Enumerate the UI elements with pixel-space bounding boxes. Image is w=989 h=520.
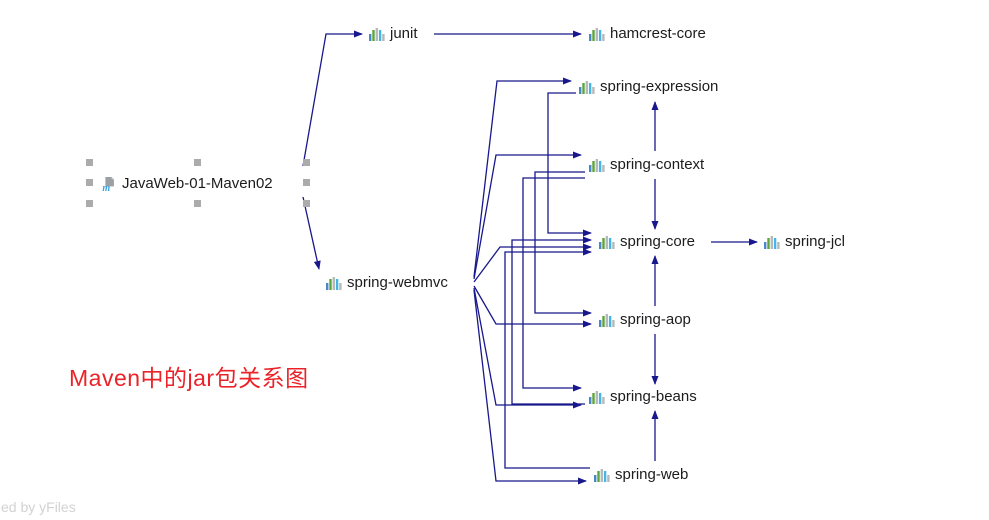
node-junit[interactable]: junit <box>368 23 418 45</box>
selection-handle[interactable] <box>85 158 93 166</box>
selection-handle[interactable] <box>302 158 310 166</box>
node-label: hamcrest-core <box>610 25 706 42</box>
selection-handle[interactable] <box>85 179 93 186</box>
library-icon <box>588 389 605 406</box>
selection-handle[interactable] <box>302 179 310 186</box>
library-icon <box>588 157 605 174</box>
yfiles-watermark: ed by yFiles <box>1 499 76 515</box>
edge-root-spring-webmvc <box>302 196 321 270</box>
node-label: JavaWeb-01-Maven02 <box>122 175 273 192</box>
library-icon <box>588 26 605 43</box>
node-label: spring-webmvc <box>347 274 448 291</box>
node-label: junit <box>390 25 418 42</box>
library-icon <box>598 312 615 329</box>
edge-spring-webmvc-spring-web <box>473 289 587 485</box>
node-spring-aop[interactable]: spring-aop <box>598 309 691 331</box>
selection-handle[interactable] <box>85 199 93 207</box>
selection-handle[interactable] <box>302 199 310 207</box>
node-label: spring-web <box>615 466 689 483</box>
library-icon <box>368 26 385 43</box>
library-icon <box>593 467 610 484</box>
node-label: spring-aop <box>620 311 691 328</box>
edge-spring-webmvc-spring-core <box>473 243 592 283</box>
library-icon <box>763 234 780 251</box>
node-label: spring-core <box>620 233 696 250</box>
edge-spring-webmvc-spring-context <box>473 151 582 280</box>
library-icon <box>578 79 595 96</box>
selection-handle[interactable] <box>194 158 201 166</box>
edge-spring-beans-spring-core <box>511 236 592 405</box>
node-label: spring-beans <box>610 388 697 405</box>
node-label: spring-context <box>610 156 705 173</box>
diagram-caption: Maven中的jar包关系图 <box>69 365 309 391</box>
node-label: spring-jcl <box>785 233 846 250</box>
library-icon <box>325 275 342 292</box>
node-spring-jcl[interactable]: spring-jcl <box>763 231 845 253</box>
node-label: spring-expression <box>600 78 719 95</box>
node-spring-context[interactable]: spring-context <box>588 154 704 176</box>
edge-spring-webmvc-spring-expression <box>473 77 572 278</box>
edge-spring-web-spring-core <box>504 248 592 469</box>
node-spring-core[interactable]: spring-core <box>598 231 695 253</box>
library-icon <box>598 234 615 251</box>
node-hamcrest-core[interactable]: hamcrest-core <box>588 23 706 45</box>
edge-spring-context-spring-beans <box>522 177 585 392</box>
node-spring-expression[interactable]: spring-expression <box>578 76 718 98</box>
maven-module-icon: m <box>100 176 117 194</box>
node-spring-beans[interactable]: spring-beans <box>588 386 697 408</box>
edge-spring-webmvc-spring-beans <box>473 287 582 409</box>
edge-spring-context-spring-aop <box>534 171 592 317</box>
selection-handle[interactable] <box>194 199 201 207</box>
node-spring-webmvc[interactable]: spring-webmvc <box>325 272 448 294</box>
edge-spring-expression-spring-core <box>547 92 592 237</box>
svg-text:m: m <box>102 183 110 194</box>
node-spring-web[interactable]: spring-web <box>593 464 688 486</box>
edge-spring-webmvc-spring-aop <box>473 285 592 328</box>
edge-root-junit <box>302 30 363 167</box>
node-root[interactable]: m JavaWeb-01-Maven02 <box>100 173 273 195</box>
